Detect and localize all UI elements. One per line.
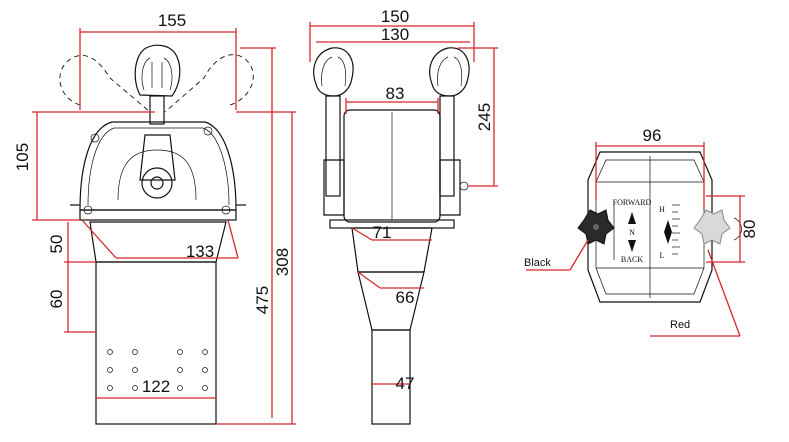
label-l: L [660,251,665,260]
red-knob [693,209,731,245]
arrow-down-small-icon [664,232,672,244]
side-shaft [371,329,411,425]
dim-308: 308 [273,248,292,276]
side-bolt-icon [459,181,469,191]
black-leader-line [569,239,589,271]
front-flange [79,209,237,221]
mount-holes [107,349,208,391]
side-left-grip-lines [321,56,347,87]
front-lever-shaft [149,95,165,125]
label-black: Black [524,257,551,269]
front-housing [79,121,237,211]
side-right-lever-arm [439,95,455,197]
dim-130: 130 [381,25,409,44]
front-housing-arc [117,149,197,201]
side-right-cover [439,159,461,216]
side-left-cover [323,159,345,216]
top-view: FORWARD N BACK H L 96 80 [524,126,759,337]
screw-icon [203,126,213,136]
front-housing-inner [87,127,230,206]
dim-line-71 [351,227,373,241]
front-lever-grip-lines [141,57,173,91]
dim-96: 96 [643,126,662,145]
label-back: BACK [621,255,643,264]
dim-133: 133 [186,242,214,261]
side-left-lever-arm [325,95,341,197]
dim-80: 80 [740,220,759,239]
arrow-up-small-icon [664,220,672,232]
dim-83: 83 [386,84,405,103]
throttle-scale [672,204,680,255]
label-red: Red [670,319,690,331]
arrow-up-icon [628,212,636,224]
red-leader-line [707,249,741,337]
label-n: N [629,228,635,237]
arrow-down-icon [628,240,636,252]
side-flange [329,219,455,229]
side-right-lever-handle [429,47,470,97]
label-h: H [659,205,665,214]
knob-rotation-arc [733,217,742,241]
front-lever-handle [134,44,181,97]
dim-245: 245 [475,103,494,131]
top-body-inner [595,159,705,295]
dim-50: 50 [47,235,66,254]
dim-71: 71 [373,223,392,242]
dim-line-133-left [81,219,117,259]
front-view: 155 105 133 50 60 122 475 308 [13,11,296,425]
dim-66: 66 [396,288,415,307]
screw-icon [90,133,100,143]
front-pivot-inner [150,176,164,190]
dim-155: 155 [158,11,186,30]
label-forward: FORWARD [613,198,652,207]
side-left-lever-handle [313,47,354,97]
dim-47: 47 [396,374,415,393]
dim-150: 150 [381,7,409,26]
front-lever-base [139,134,176,181]
dim-60: 60 [47,290,66,309]
left-lever-swing-outline [59,55,151,113]
side-view: 150 130 83 245 71 66 47 [309,7,498,425]
dim-105: 105 [13,143,32,171]
front-pivot-outer [141,167,173,199]
dim-122: 122 [142,377,170,396]
right-lever-swing-outline [164,54,254,113]
side-right-grip-lines [437,56,463,87]
dim-line-66 [357,271,381,289]
black-knob-center [593,224,599,230]
dim-475: 475 [253,286,272,314]
front-mount-plate [95,261,217,425]
